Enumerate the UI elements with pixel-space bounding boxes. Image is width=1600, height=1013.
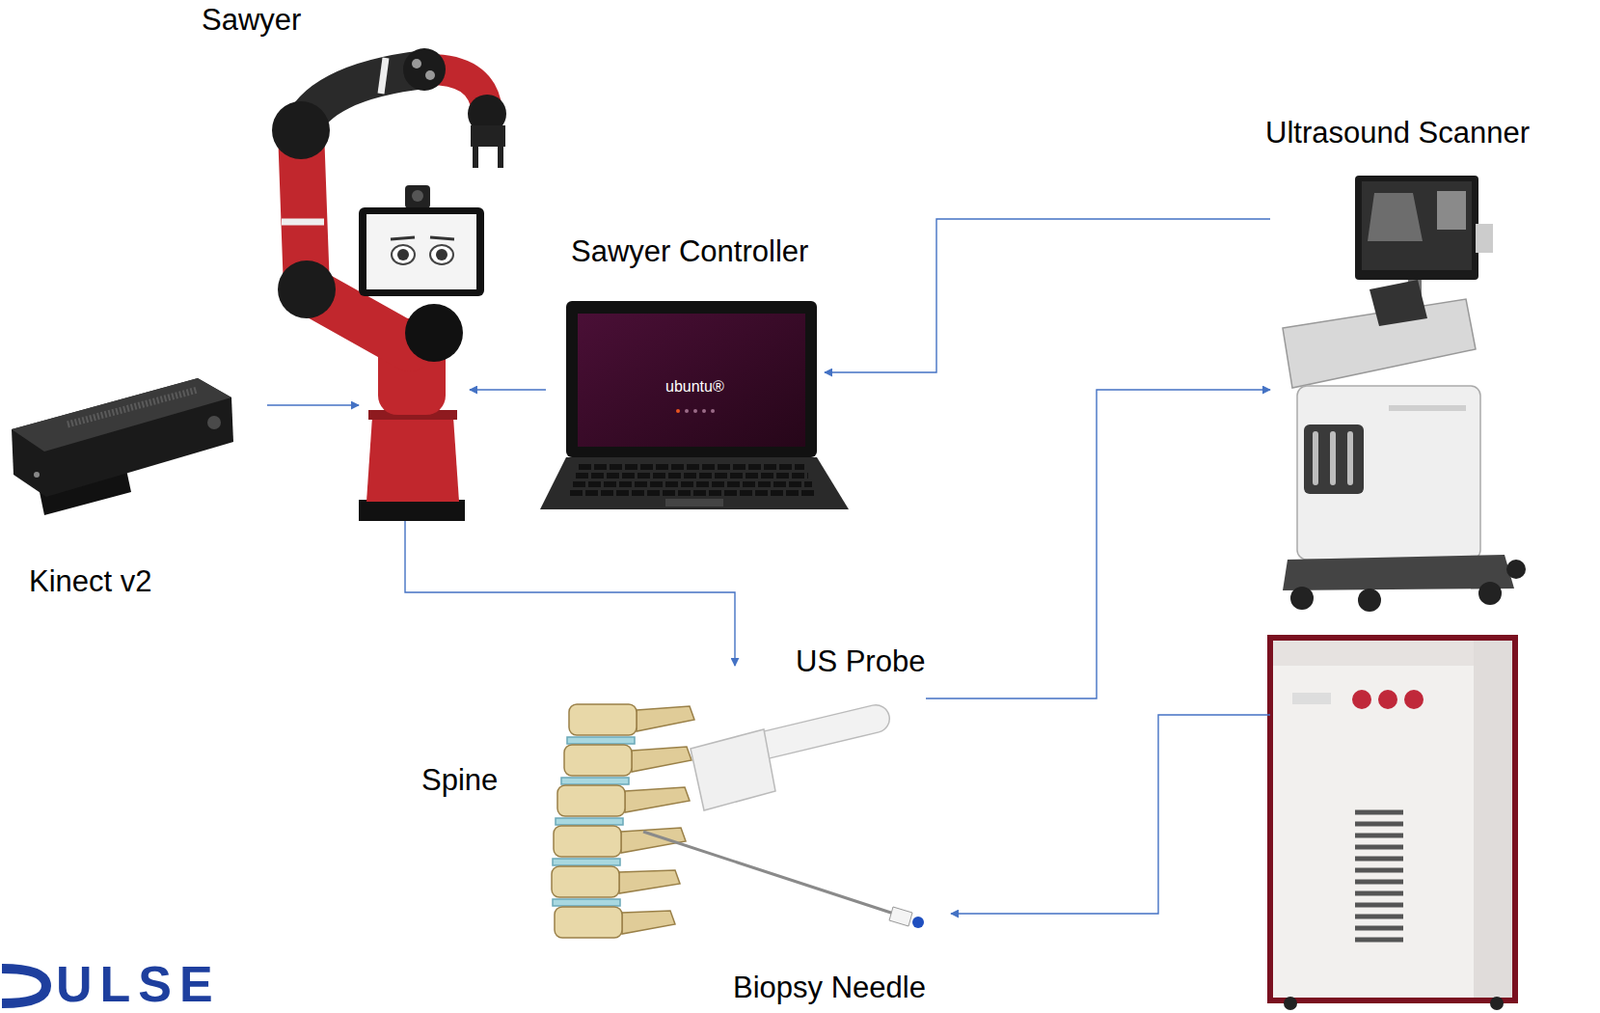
device-label: Biopsy Needle	[732, 970, 926, 1004]
spine-illustration	[551, 704, 695, 938]
rf-generator-cabinet	[1270, 637, 1516, 1010]
ultrasound-scanner	[1282, 175, 1526, 612]
ultrasound-probe	[690, 718, 876, 811]
label-wrap: Spine	[421, 762, 498, 798]
laptop	[540, 300, 849, 510]
device-node: Biopsy Needle	[839, 872, 950, 941]
label-wrap: Kinect v2	[28, 564, 153, 599]
device-label: US Probe	[795, 644, 925, 678]
label-wrap: Biopsy Needle	[732, 970, 926, 1005]
device-label: Spine	[421, 762, 498, 797]
device-label: Ultrasound Scanner	[1265, 115, 1530, 150]
connector-arrow	[267, 404, 359, 406]
signal-wire	[950, 714, 1271, 914]
device-node: Sawyer	[358, 28, 470, 521]
connector-arrow	[824, 218, 1271, 373]
device-node: Ultrasound Scanner	[1270, 163, 1534, 603]
connector-arrow	[925, 389, 1271, 699]
device-node: US Probe	[683, 665, 926, 813]
biopsy-needle	[643, 831, 924, 928]
device-node: Kinect v2	[4, 372, 268, 517]
label-wrap: Sawyer	[201, 2, 301, 38]
label-wrap: US Probe	[795, 644, 925, 679]
label-wrap: Sawyer Controller	[570, 234, 809, 270]
label-wrap: Ultrasound Scanner	[1265, 115, 1530, 151]
label-wrap: ULSE	[55, 958, 221, 1009]
label-wrap: ubuntu®	[665, 378, 725, 396]
logo-fragment	[1, 968, 47, 1004]
device-node: Sawyer Controller	[545, 289, 825, 512]
device-label: Sawyer	[201, 2, 301, 37]
logo-text: ULSE	[55, 955, 221, 1012]
screen-text: ubuntu®	[665, 378, 725, 395]
device-node: Spine	[541, 699, 696, 945]
sawyer-robot	[271, 48, 507, 521]
connector-arrow	[405, 520, 735, 666]
device-label: Sawyer Controller	[570, 234, 809, 269]
connector-arrow	[469, 388, 546, 390]
device-label: Kinect v2	[28, 564, 153, 598]
kinect-sensor	[11, 378, 234, 516]
